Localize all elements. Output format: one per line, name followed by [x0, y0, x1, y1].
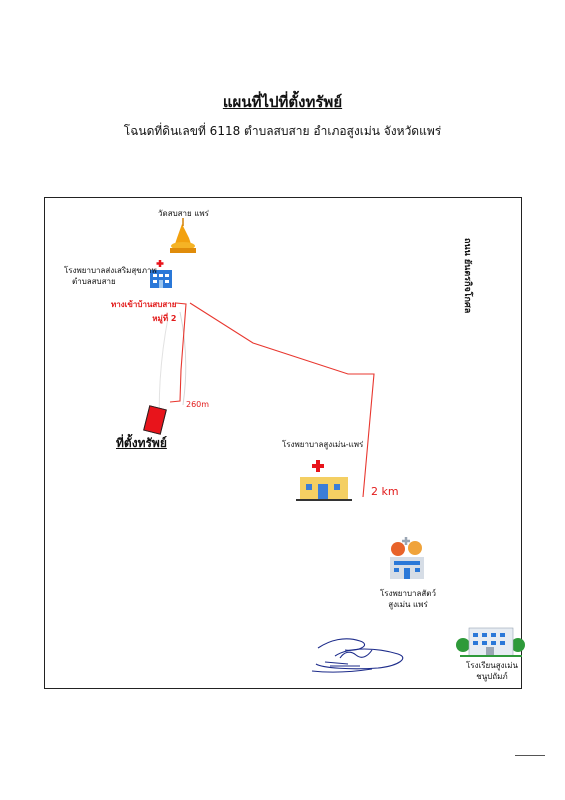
hospital-icon [296, 460, 352, 501]
map-frame [44, 197, 522, 689]
route-to-hospital [189, 302, 375, 498]
school-line1: โรงเรียนสูงเม่น [466, 661, 518, 670]
distance-260m-label: 260m [186, 400, 210, 409]
page-subtitle: โฉนดที่ดินเลขที่ 6118 ตำบลสบสาย อำเภอสูง… [123, 124, 442, 138]
lane-label-line2: หมู่ที่ 2 [152, 314, 177, 323]
temple-label: วัดสบสาย แพร่ [158, 209, 209, 218]
property-label: ที่ตั้งทรัพย์ [116, 436, 167, 450]
route-to-property [169, 302, 187, 403]
vet-hospital-line2: สูงเม่น แพร่ [388, 600, 428, 609]
health-center-name: โรงพยาบาลส่งเสริมสุขภาพ [64, 266, 157, 275]
page-title: แผนที่ไปที่ตั้งทรัพย์ [222, 93, 343, 111]
vet-hospital-icon [390, 537, 424, 579]
school-label: โรงเรียนสูงเม่น ชนูปถัมภ์ [466, 660, 518, 682]
road-name-label: ถนน ยันตรกิจโกศล [462, 238, 472, 314]
footer-rule [515, 755, 545, 756]
vet-hospital-label: โรงพยาบาลสัตว์ สูงเม่น แพร่ [380, 588, 436, 610]
vet-hospital-line1: โรงพยาบาลสัตว์ [380, 589, 436, 598]
health-center-label: โรงพยาบาลส่งเสริมสุขภาพ ตำบลสบสาย [64, 265, 157, 287]
lane-label-line1: ทางเข้าบ้านสบสาย [111, 300, 177, 309]
distance-2km-label: 2 km [371, 485, 399, 498]
school-icon [456, 627, 525, 657]
signature-mark [311, 638, 404, 673]
school-line2: ชนูปถัมภ์ [476, 672, 508, 681]
faint-road [179, 311, 187, 406]
lane-label: ทางเข้าบ้านสบสาย หมู่ที่ 2 [111, 298, 176, 326]
temple-icon [170, 218, 196, 253]
health-center-subdistrict: ตำบลสบสาย [72, 277, 116, 286]
health-center-icon [150, 260, 172, 288]
hospital-label: โรงพยาบาลสูงเม่น-แพร่ [282, 440, 364, 449]
